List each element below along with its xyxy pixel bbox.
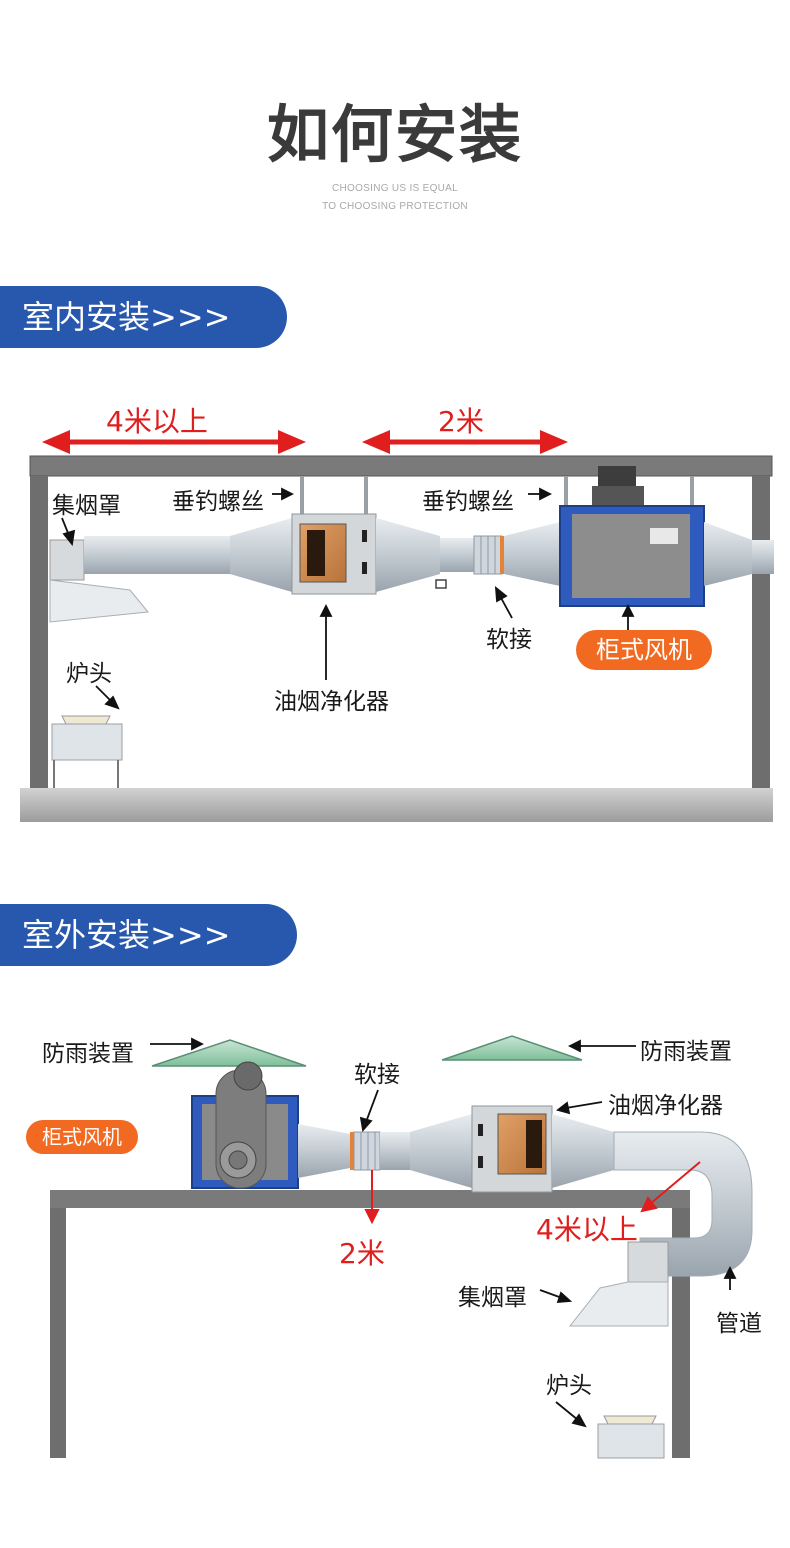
outdoor-fan-badge: 柜式风机 xyxy=(26,1120,138,1154)
rain-cap-left xyxy=(151,1039,307,1067)
annotation-arrows xyxy=(61,487,635,710)
outdoor-diagram xyxy=(50,1035,753,1459)
outdoor-reducer-right xyxy=(552,1114,614,1188)
stove xyxy=(51,715,123,788)
outdoor-distance-arrow-4m xyxy=(640,1161,701,1213)
rain-cap-right xyxy=(441,1035,583,1061)
duct-left xyxy=(84,536,230,574)
outdoor-distance-2m-label: 2米 xyxy=(339,1237,385,1270)
indoor-distance-2m-label: 2米 xyxy=(438,405,484,438)
left-wall xyxy=(30,476,48,788)
distance-arrow-2m xyxy=(362,430,568,454)
outdoor-stove xyxy=(597,1415,665,1459)
outdoor-hood-label: 集烟罩 xyxy=(458,1285,527,1311)
outdoor-duct-middle xyxy=(380,1132,410,1170)
indoor-hood-label: 集烟罩 xyxy=(52,493,121,519)
outdoor-purifier xyxy=(471,1105,553,1193)
page-title: 如何安装 xyxy=(266,98,523,171)
indoor-distance-4m-label: 4米以上 xyxy=(106,405,208,438)
roof-slab xyxy=(50,1190,690,1208)
hanger-rods-right xyxy=(564,476,694,510)
indoor-stove-label: 炉头 xyxy=(66,661,112,687)
indoor-diagram xyxy=(20,430,774,822)
outdoor-bent-duct xyxy=(613,1131,753,1277)
ceiling xyxy=(29,455,773,477)
outdoor-banner: 室外安装>>> xyxy=(0,904,297,966)
outdoor-cabinet-fan xyxy=(191,1061,299,1189)
fan-inlet xyxy=(504,522,560,586)
outdoor-duct-label: 管道 xyxy=(716,1311,762,1337)
distance-arrow-4m xyxy=(42,430,306,454)
outdoor-purifier-label: 油烟净化器 xyxy=(608,1093,723,1119)
outdoor-smoke-hood xyxy=(568,1241,669,1327)
outdoor-flexible-joint xyxy=(350,1131,381,1171)
indoor-hanger-label-left: 垂钓螺丝 xyxy=(172,489,264,515)
outdoor-flex-label: 软接 xyxy=(354,1062,400,1088)
outdoor-stove-label: 炉头 xyxy=(546,1373,592,1399)
right-wall xyxy=(752,476,770,788)
duct-middle xyxy=(440,538,474,572)
floor xyxy=(20,788,773,822)
indoor-banner: 室内安装>>> xyxy=(0,286,287,348)
indoor-purifier-label: 油烟净化器 xyxy=(274,689,389,715)
cabinet-fan xyxy=(559,466,705,607)
hanger-rods-left xyxy=(300,476,368,518)
outdoor-annotation-arrows xyxy=(150,1037,737,1428)
smoke-hood xyxy=(49,539,149,623)
reducer-right xyxy=(376,518,440,592)
reducer-left xyxy=(230,518,292,592)
outdoor-distance-4m-label: 4米以上 xyxy=(536,1213,638,1246)
flexible-joint xyxy=(473,535,504,575)
outdoor-fan-outlet xyxy=(298,1124,350,1178)
outdoor-distance-arrow-2m xyxy=(364,1170,380,1225)
outdoor-rain-cap-label-right: 防雨装置 xyxy=(640,1039,732,1065)
building-left-wall xyxy=(50,1208,66,1458)
indoor-fan-badge: 柜式风机 xyxy=(576,630,712,670)
outdoor-rain-cap-label-left: 防雨装置 xyxy=(42,1041,134,1067)
fan-outlet xyxy=(704,522,752,586)
outdoor-reducer-left xyxy=(410,1114,472,1188)
outlet-duct xyxy=(752,540,774,574)
subtitle-line-1: CHOOSING US IS EQUAL xyxy=(331,183,459,194)
subtitle-line-2: TO CHOOSING PROTECTION xyxy=(322,201,468,212)
purifier xyxy=(291,513,377,595)
indoor-hanger-label-right: 垂钓螺丝 xyxy=(422,489,514,515)
indoor-flex-label: 软接 xyxy=(486,627,532,653)
